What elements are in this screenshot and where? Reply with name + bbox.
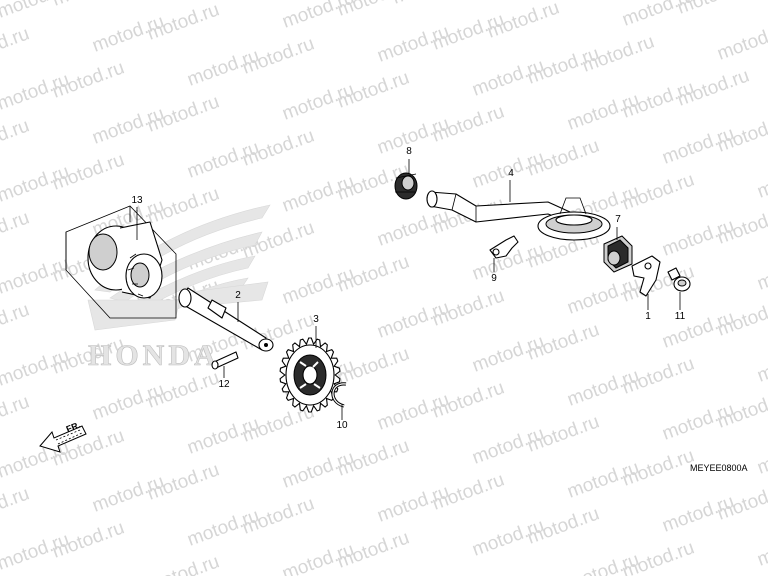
callout-10: 10	[336, 420, 348, 431]
oil-pump-shaft	[178, 287, 274, 352]
mounting-bracket	[631, 255, 661, 297]
circlip	[331, 382, 347, 408]
rubber-mount	[603, 235, 633, 273]
callout-12: 12	[218, 379, 230, 390]
callout-9: 9	[491, 273, 497, 284]
callout-11: 11	[674, 311, 686, 322]
front-direction-arrow	[39, 425, 87, 453]
dowel-pin	[211, 351, 239, 370]
seal-ring	[394, 172, 418, 200]
honda-logo-wordmark: HONDA	[88, 339, 220, 373]
callout-3: 3	[313, 314, 319, 325]
callout-1: 1	[645, 311, 651, 322]
oil-pump-rotor-set	[65, 205, 177, 319]
oil-pump-sprocket	[279, 337, 341, 413]
callout-13: 13	[131, 195, 143, 206]
callout-7: 7	[615, 214, 621, 225]
callout-2: 2	[235, 290, 241, 301]
strainer-clip	[489, 235, 519, 259]
leader-lines	[136, 159, 681, 420]
diagram-code: MEYEE0800A	[690, 463, 748, 473]
callout-8: 8	[406, 146, 412, 157]
callout-4: 4	[508, 168, 514, 179]
svg-text:HONDA: HONDA	[88, 339, 220, 372]
oil-strainer-pipe	[426, 190, 611, 241]
flange-bolt	[667, 267, 691, 292]
